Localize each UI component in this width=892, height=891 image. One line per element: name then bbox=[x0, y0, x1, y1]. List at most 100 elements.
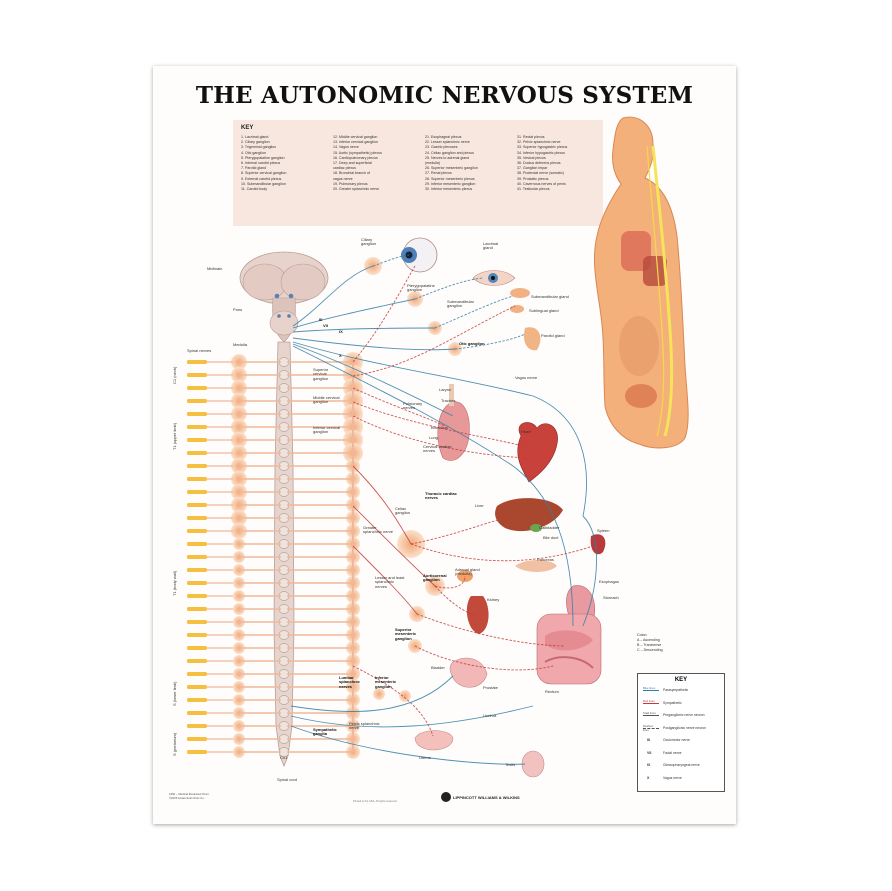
nerve-fiber bbox=[352, 387, 446, 427]
spinal-nerve-root bbox=[187, 529, 207, 533]
key-entry: cardiac plexus bbox=[333, 166, 356, 171]
nerve-fiber bbox=[372, 254, 410, 267]
nerve-fiber bbox=[352, 415, 530, 459]
spinal-nerve-root bbox=[187, 581, 207, 585]
spinal-nerve-root bbox=[187, 620, 207, 624]
spinal-nerve-root bbox=[187, 659, 207, 663]
legend-swatch: VII bbox=[647, 750, 652, 755]
key-entry: 19. Pulmonary plexus bbox=[333, 181, 368, 186]
legend-swatch: Blue lines bbox=[643, 686, 659, 691]
spinal-nerve-root bbox=[187, 464, 207, 468]
spinal-nerve-root bbox=[187, 724, 207, 728]
footer-rights-text: Printed in the USA. All rights reserved. bbox=[353, 800, 398, 803]
spinal-nerve-root bbox=[187, 438, 207, 442]
label-medulla: Medulla bbox=[233, 342, 248, 347]
spinal-nerve-root bbox=[187, 594, 207, 598]
legend-swatch: IX bbox=[647, 763, 651, 767]
key-entry: 27. Renal plexus bbox=[425, 171, 452, 176]
spinal-nerve-root bbox=[187, 646, 207, 650]
label-region-lower-limb: S (lower limb) bbox=[172, 681, 177, 706]
nerve-fiber bbox=[416, 613, 566, 647]
key-entry: 37. Ganglion impar bbox=[517, 166, 548, 171]
spinal-nerve-root bbox=[187, 477, 207, 481]
nerve-fiber bbox=[434, 585, 478, 617]
key-entry: 30. Inferior mesenteric plexus bbox=[425, 187, 473, 192]
spinal-segments bbox=[278, 357, 290, 757]
key-entry: 14. Vagus nerve bbox=[333, 145, 359, 150]
key-entry: 10. Submandibular ganglion bbox=[241, 181, 286, 186]
label-greater-splanchnic-nerve: Greater splanchnic nerve bbox=[363, 525, 394, 535]
label-pulmonary-nerves: Pulmonary nerves bbox=[403, 401, 423, 411]
key-entry: 24. Celiac ganglion and plexus bbox=[425, 150, 474, 155]
nerve-fiber bbox=[292, 345, 574, 627]
key-entry: 29. Inferior mesenteric ganglion bbox=[425, 181, 476, 186]
label-submandibular-ganglion: Submandibular ganglion bbox=[447, 299, 474, 309]
label-spleen: Spleen bbox=[597, 528, 610, 533]
label-sublingual-gland: Sublingual gland bbox=[529, 308, 559, 313]
label-cn-ix: IX bbox=[339, 329, 343, 334]
key-entry: 31. Rectal plexus bbox=[517, 135, 545, 139]
label-gallbladder: Gallbladder bbox=[539, 525, 560, 530]
key-entry: 39. Prostatic plexus bbox=[517, 176, 549, 181]
nervous-system-diagram bbox=[187, 116, 689, 778]
label-stomach: Stomach bbox=[603, 595, 619, 600]
key-entry: 38. Pudendal nerve (somatic) bbox=[517, 171, 564, 176]
key-entry: 3. Trigeminal ganglion bbox=[241, 145, 277, 150]
nerve-fiber bbox=[352, 505, 436, 587]
poster-title: THE AUTONOMIC NERVOUS SYSTEM bbox=[195, 82, 694, 109]
label-bile-duct: Bile duct bbox=[543, 535, 559, 540]
key-entry: (medulla) bbox=[425, 161, 440, 166]
label-aorticorenal-ganglion: Aorticorenal ganglion bbox=[423, 573, 447, 583]
label-larynx: Larynx bbox=[439, 387, 452, 392]
label-adrenal-gland: Adrenal gland (medulla) bbox=[455, 567, 480, 577]
nerve-fiber bbox=[582, 515, 597, 627]
legend-title: KEY bbox=[674, 677, 688, 683]
key-entry: 36. Ductus deferens plexus bbox=[517, 161, 561, 166]
spinal-nerve-root bbox=[187, 503, 207, 507]
key-entry: 21. Esophageal plexus bbox=[425, 135, 462, 139]
key-entry: 5. Pterygopalatine ganglion bbox=[241, 155, 285, 160]
salivary-glands bbox=[510, 288, 541, 351]
label-lacrimal-gland: Lacrimal gland bbox=[483, 241, 499, 251]
label-spinal-nerves: Spinal nerves bbox=[187, 348, 212, 353]
key-entry: 17. Deep and superficial bbox=[333, 161, 372, 166]
label-kidney: Kidney bbox=[487, 597, 500, 602]
key-entry: 35. Vesical plexus bbox=[517, 155, 546, 160]
nerve-fiber bbox=[290, 705, 534, 728]
key-entry: 15. Aortic (sympathetic) plexus bbox=[333, 150, 382, 155]
key-entry: 13. Inferior cervical ganglion bbox=[333, 140, 378, 145]
key-entry: vagus nerve bbox=[333, 176, 353, 181]
eye-illustration bbox=[401, 237, 516, 286]
spinal-nerve-root bbox=[187, 685, 207, 689]
prevertebral-ganglia bbox=[373, 530, 445, 702]
label-superior-mesenteric-ganglion: Superior mesenteric ganglion bbox=[395, 627, 417, 641]
label-midbrain: Midbrain bbox=[207, 266, 223, 271]
colon-note: Colon: A – Ascending B – Transverse C – … bbox=[637, 633, 663, 652]
publisher-logo-icon bbox=[441, 792, 451, 802]
nerve-fiber bbox=[292, 343, 454, 417]
label-uterus: Uterus bbox=[419, 755, 431, 760]
label-region-perineum: S (perineum) bbox=[172, 732, 177, 756]
key-entry: 40. Cavernous nerves of penis bbox=[517, 181, 566, 186]
nerve-fiber bbox=[352, 305, 516, 377]
label-parotid-gland: Parotid gland bbox=[541, 333, 565, 338]
spinal-nerve-root bbox=[187, 373, 207, 377]
label-cn-vii: VII bbox=[323, 323, 328, 328]
spinal-nerve-root bbox=[187, 386, 207, 390]
label-rectum: Rectum bbox=[545, 689, 559, 694]
key-entry: 18. Bronchial branch of bbox=[333, 171, 370, 176]
publisher-name: LIPPINCOTT WILLIAMS & WILKINS bbox=[453, 795, 520, 800]
footer-catalog-text: 1950 – Medical Illustrated Chart ©2005 A… bbox=[169, 792, 209, 800]
label-submandibular-gland: Submandibular gland bbox=[531, 294, 569, 299]
nerve-fiber bbox=[434, 575, 466, 589]
label-region-body-wall: T1 (body wall) bbox=[172, 570, 177, 596]
nerve-fiber bbox=[292, 327, 436, 333]
label-superior-cervical-ganglion: Superior cervical ganglion bbox=[313, 367, 329, 381]
label-trachea: Trachea bbox=[441, 398, 456, 403]
